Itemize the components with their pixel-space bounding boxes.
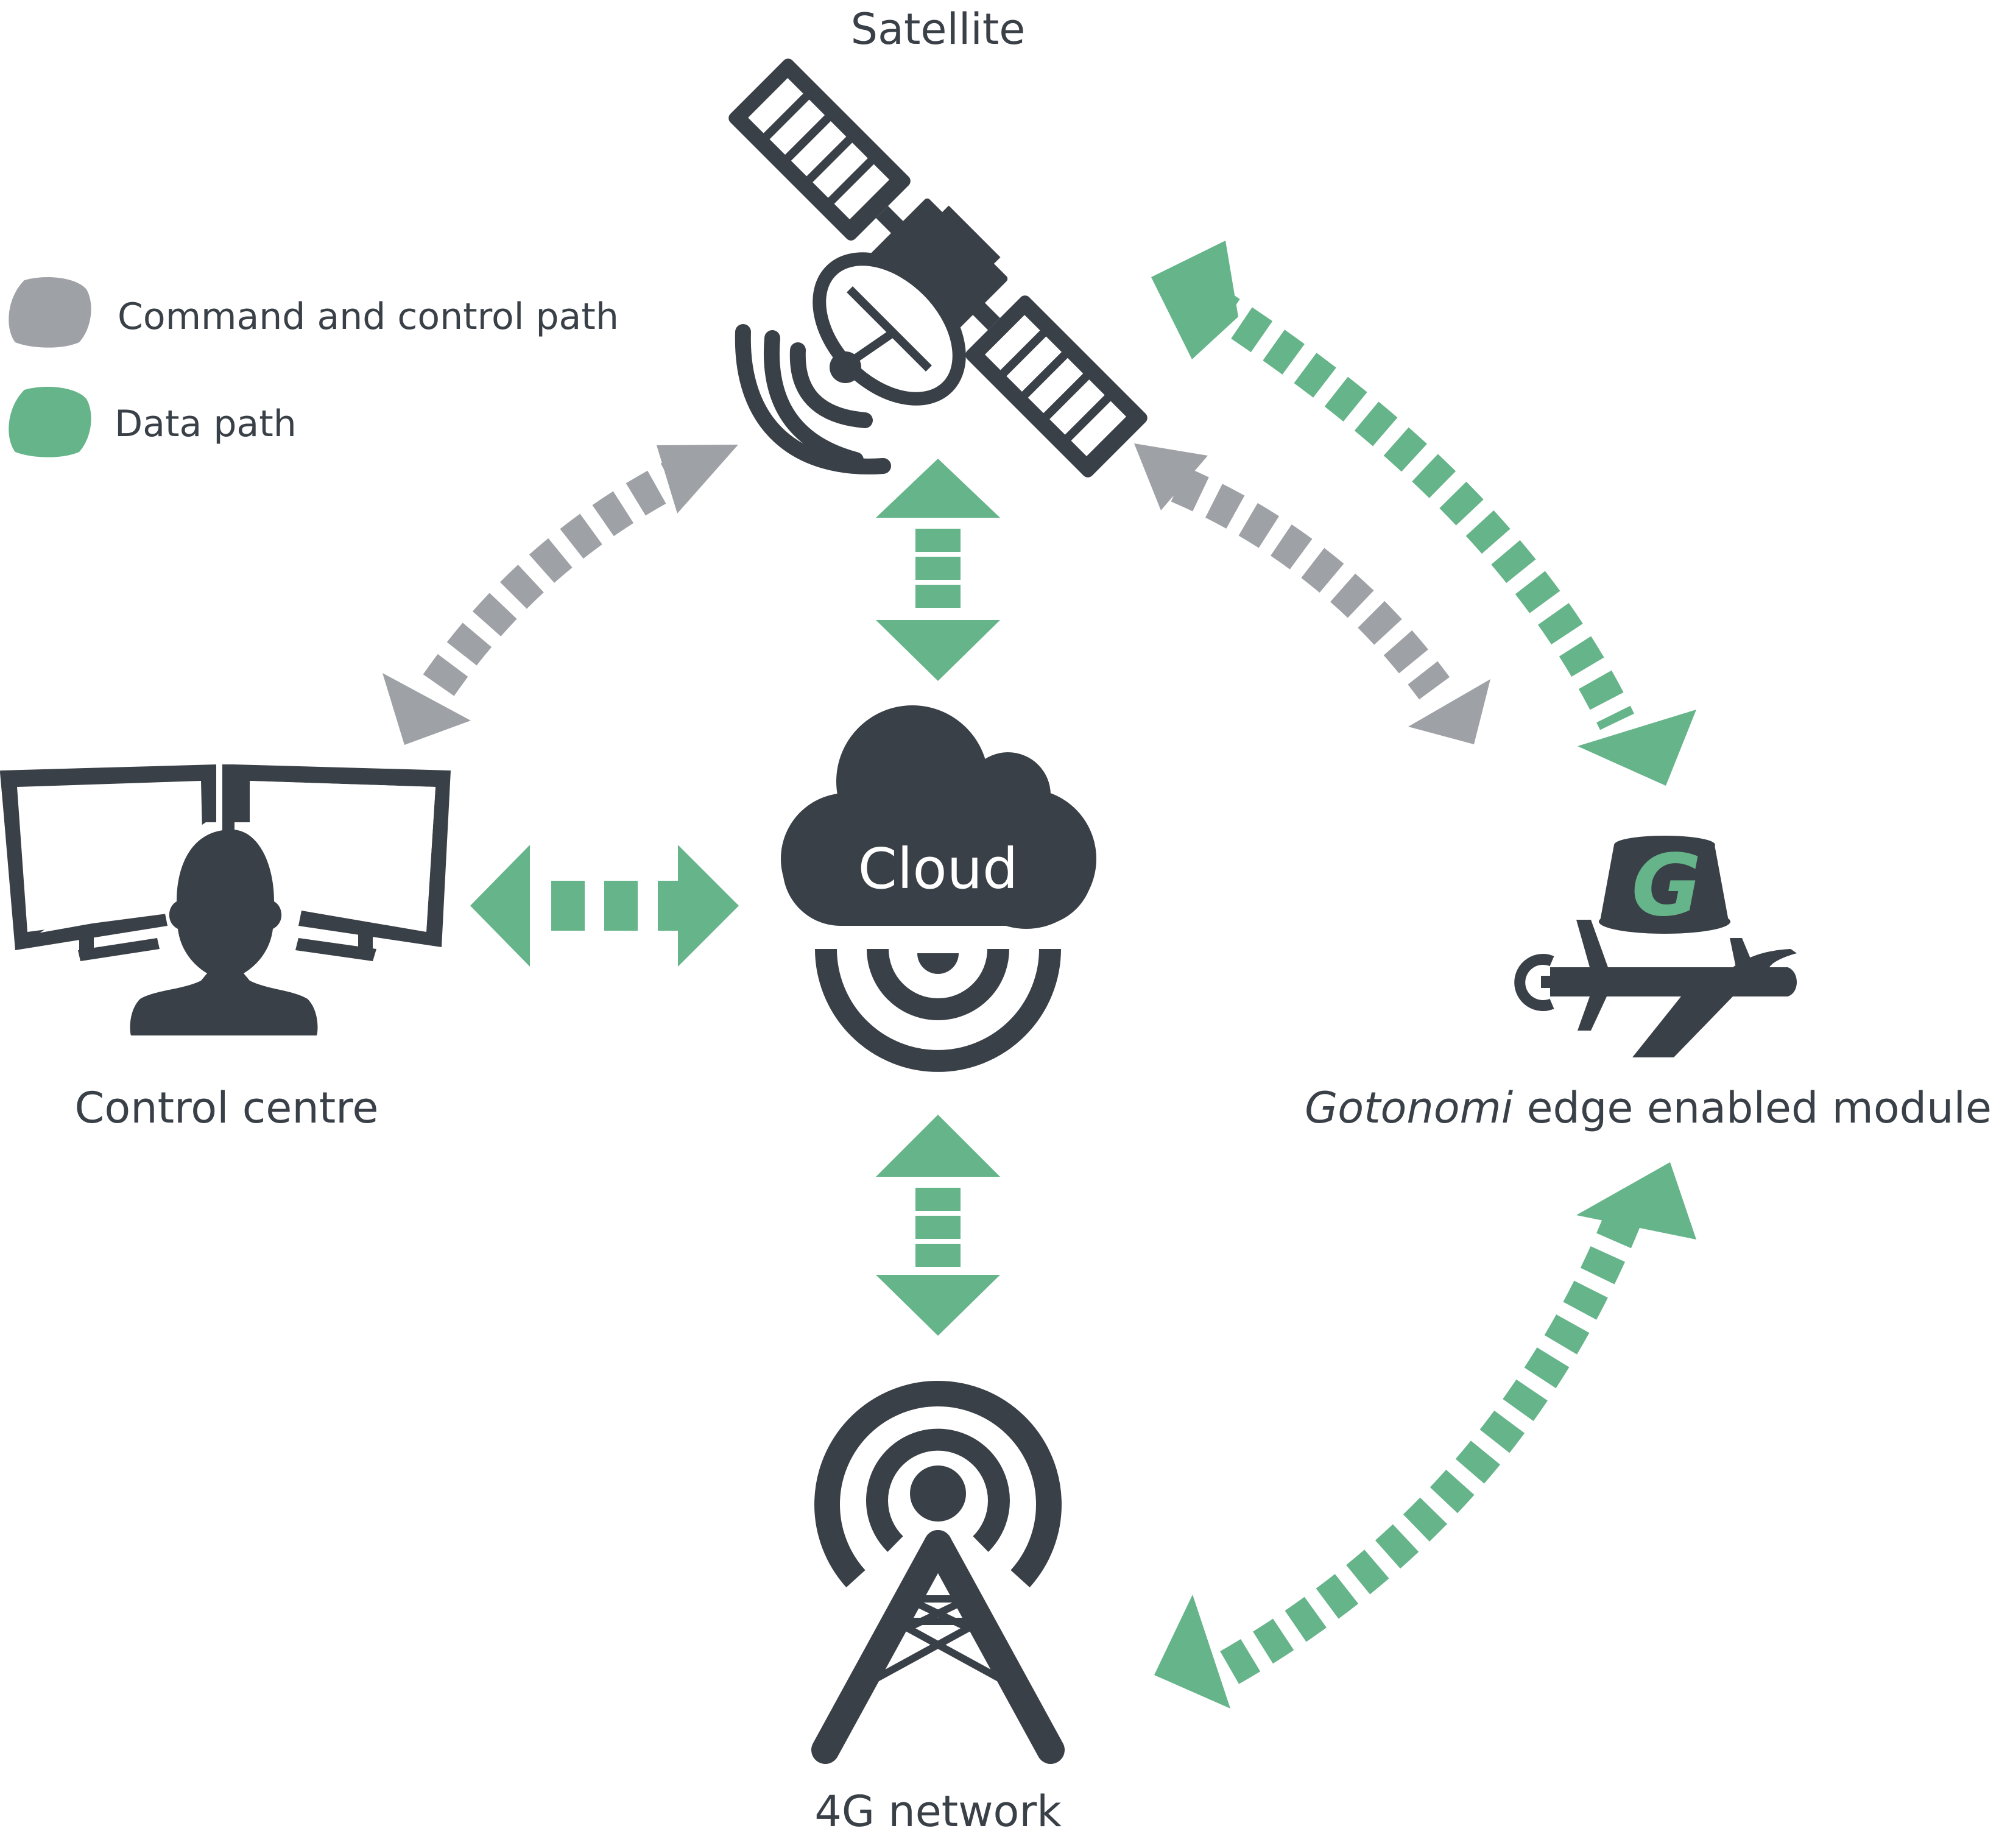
satellite-icon — [728, 58, 1148, 478]
legend-command-swatch — [9, 277, 91, 348]
edge-module-icon: G — [1514, 836, 1797, 1057]
legend-command-label: Command and control path — [118, 295, 619, 338]
arrows — [383, 241, 1696, 1709]
legend-data-swatch — [9, 387, 91, 457]
satellite-label: Satellite — [851, 4, 1026, 54]
data-path-arrowhead-network — [1154, 1595, 1230, 1709]
control-centre-icon — [0, 764, 451, 1035]
data-path-arrowhead-module — [1578, 710, 1696, 786]
control-centre-label: Control centre — [75, 1083, 379, 1133]
edge-module-rest: edge enabled module — [1513, 1083, 1992, 1133]
data-path-arrowhead-module-top — [1576, 1162, 1696, 1240]
command-path-arrowhead-satellite — [657, 445, 738, 513]
command-path-arrow-satellite-module — [1171, 467, 1450, 700]
cloud-label: Cloud — [858, 836, 1018, 901]
command-path-arrowhead-module — [1408, 679, 1490, 744]
data-path-arrow-satellite-module — [1199, 285, 1634, 730]
satellite-signal-wave-icon — [735, 324, 891, 474]
data-path-arrow-satellite-cloud — [876, 459, 1000, 681]
edge-module-label: Gotonomi edge enabled module — [1305, 1083, 1992, 1133]
data-path-arrow-control-cloud — [470, 845, 739, 967]
cloud-icon: Cloud — [781, 705, 1096, 1072]
data-path-arrow-module-network — [1218, 1211, 1641, 1685]
data-path-arrow-cloud-network — [876, 1115, 1000, 1336]
legend-data-label: Data path — [115, 403, 297, 445]
network-label: 4G network — [814, 1786, 1062, 1836]
command-path-arrow-satellite-control — [423, 452, 700, 696]
data-path-arrowhead-satellite — [1151, 241, 1238, 359]
command-path-arrowhead-control — [383, 673, 471, 745]
cell-tower-icon — [811, 1381, 1065, 1764]
edge-module-brand: Gotonomi — [1305, 1083, 1514, 1133]
command-path-arrowhead-satellite-right — [1134, 443, 1208, 510]
legend: Command and control path Data path — [9, 277, 619, 457]
edge-module-logo: G — [1632, 836, 1702, 936]
